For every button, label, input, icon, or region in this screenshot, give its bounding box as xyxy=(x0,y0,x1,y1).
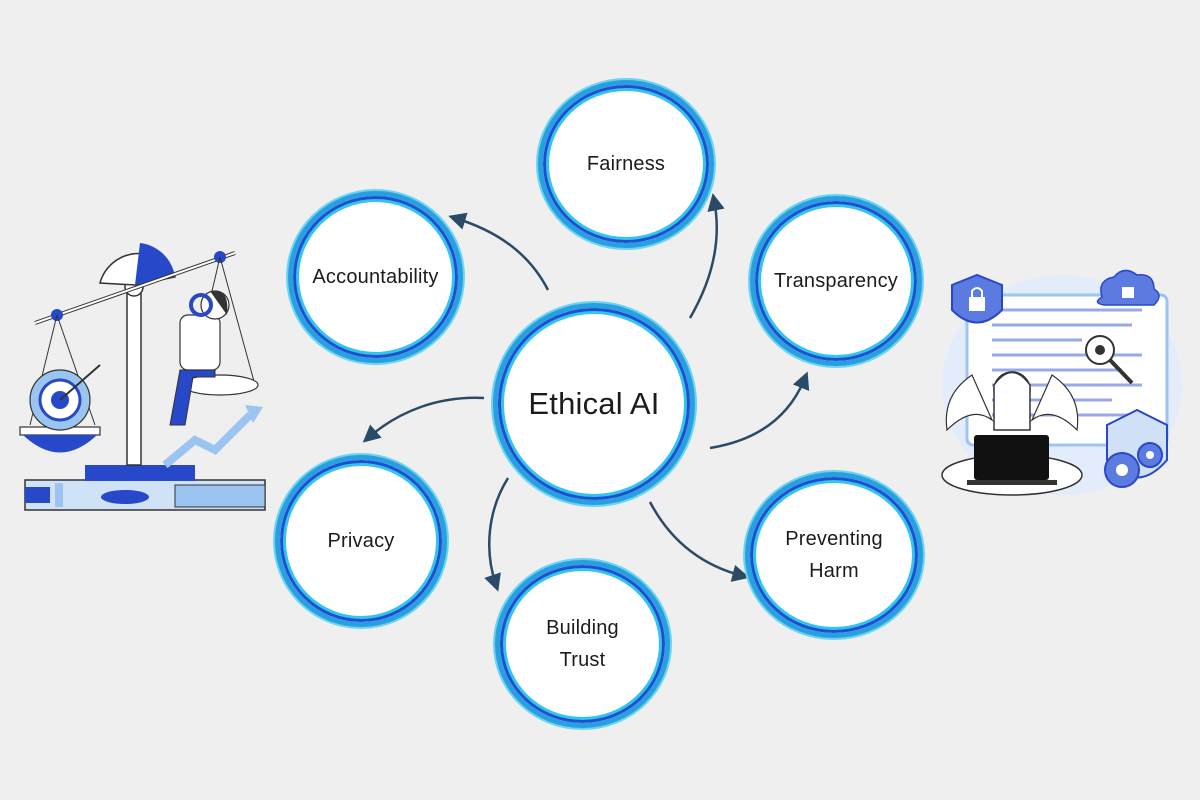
node-fairness: Fairness xyxy=(538,80,714,248)
node-preventing-harm: Preventing Harm xyxy=(745,472,923,638)
node-label-preventing-harm: Preventing Harm xyxy=(785,528,883,582)
node-label-transparency: Transparency xyxy=(774,270,898,292)
node-label-building-trust: Building Trust xyxy=(546,617,619,671)
person-laptop-security-shield-icon xyxy=(941,269,1182,496)
arrow-to-privacy xyxy=(362,396,485,443)
node-accountability: Accountability xyxy=(288,191,463,363)
arrow-to-transparency xyxy=(709,371,810,450)
arrow-to-preventing-harm xyxy=(648,501,750,582)
arrow-to-accountability xyxy=(448,212,550,291)
node-building-trust: Building Trust xyxy=(495,560,670,728)
arrow-to-building-trust xyxy=(484,477,510,592)
center-node-ethical-ai: Ethical AI xyxy=(493,303,695,505)
center-label: Ethical AI xyxy=(528,386,660,421)
node-transparency: Transparency xyxy=(750,196,922,366)
scales-of-justice-person-target-icon xyxy=(19,243,266,511)
node-label-privacy: Privacy xyxy=(327,530,395,552)
arrow-to-fairness xyxy=(688,193,725,319)
node-label-accountability: Accountability xyxy=(312,266,439,288)
node-label-fairness: Fairness xyxy=(586,153,666,175)
node-privacy: Privacy xyxy=(275,455,447,627)
